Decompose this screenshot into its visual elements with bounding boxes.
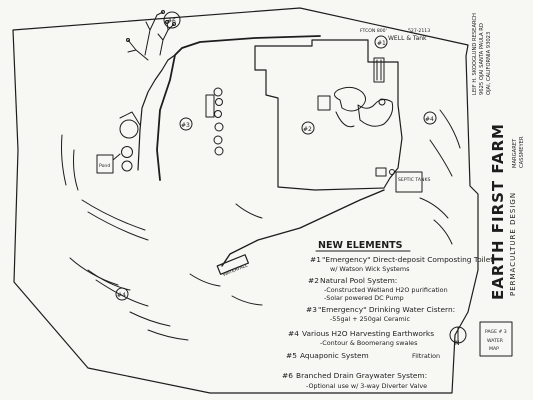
legend-item-3-num: #3: [306, 305, 317, 314]
legend-item-5: #5 Aquaponic System Filtration: [286, 351, 440, 360]
property-boundary: [12, 7, 479, 394]
address-block: LEIF H. SKOOGLUND RESEARCH 9625 OJAI SAN…: [472, 13, 492, 95]
legend-item-5-sub: Filtration: [412, 352, 440, 360]
graywater-line: [221, 189, 385, 267]
legend-item-3: #3 "Emergency" Drinking Water Cistern: -…: [306, 305, 455, 323]
swales: [61, 109, 461, 341]
zone-label-house: #2: [303, 126, 312, 133]
legend-item-5-num: #5: [286, 351, 297, 360]
legend-item-3-text: "Emergency" Drinking Water Cistern:: [318, 305, 455, 314]
legend-item-4-sub: -Contour & Boomerang swales: [320, 339, 418, 347]
drain-label: WATERFALL: [222, 262, 249, 278]
zone-label-east: #4: [425, 116, 434, 123]
well-marker: [115, 11, 437, 301]
legend-heading: NEW ELEMENTS: [318, 240, 403, 251]
legend-item-2: #2 Natural Pool System: -Constructed Wet…: [308, 276, 448, 302]
septic-label: SEPTIC TANKS: [398, 177, 430, 183]
page-map: MAP: [489, 346, 499, 352]
zone-label-southwest: #4: [117, 292, 126, 299]
map-subtitle: PERMACULTURE DESIGN: [509, 192, 517, 296]
legend-item-4-num: #4: [288, 329, 299, 338]
water-branch-line: [137, 54, 176, 171]
address-line-3: OJAI, CALIFORNIA 93023: [486, 32, 492, 95]
legend-item-2-sub: -Constructed Wetland H2O purification: [324, 286, 448, 294]
legend-item-4: #4 Various H2O Harvesting Earthworks -Co…: [288, 329, 434, 347]
designer-line-1: MARGARET: [512, 138, 518, 168]
designer-line-2: CASSMEYER: [519, 136, 525, 168]
legend-item-1-sub: w/ Watson Wick Systems: [330, 265, 410, 273]
page-type: WATER: [487, 338, 504, 344]
map-title: EARTH FIRST FARM: [489, 123, 507, 300]
title-block: EARTH FIRST FARM PERMACULTURE DESIGN: [489, 123, 517, 300]
legend-item-1: #1 "Emergency" Direct-deposit Composting…: [310, 255, 493, 273]
compass: [449, 326, 467, 344]
well-label: WELL & Tank: [388, 35, 427, 42]
water-supply-line: [156, 35, 321, 181]
legend-item-1-num: #1: [310, 255, 321, 264]
legend-item-2-sub2: -Solar powered DC Pump: [324, 294, 404, 302]
legend-item-3-sub: -55gal + 250gal Ceramic: [330, 315, 411, 323]
legend-item-1-text: "Emergency" Direct-deposit Composting To…: [322, 255, 493, 264]
orchard-branches: [126, 10, 176, 61]
zone-label-cistern: #3: [181, 122, 190, 129]
designer-block: MARGARET CASSMEYER: [512, 136, 525, 168]
compass-label: N: [455, 340, 460, 347]
zone-label-orchard: #6: [167, 18, 176, 25]
page-number: PAGE # 3: [485, 329, 507, 335]
address-line-1: LEIF H. SKOOGLUND RESEARCH: [472, 13, 478, 95]
legend-item-2-num: #2: [308, 276, 319, 285]
elevation-label: 527-2113: [408, 28, 430, 34]
drain-waterfall: [216, 254, 250, 275]
address-line-2: 9625 OJAI SANTA PAULA RD: [479, 23, 485, 95]
page-box: [479, 321, 513, 357]
legend-item-6-sub: -Optional use w/ 3-way Diverter Valve: [306, 382, 427, 390]
legend-item-6: #6 Branched Drain Graywater System: -Opt…: [282, 371, 427, 390]
legend-item-5-text: Aquaponic System: [300, 351, 369, 360]
pool-system: [96, 111, 141, 174]
legend-item-2-text: Natural Pool System:: [320, 276, 397, 285]
well-depth-label: FTCON 800': [360, 28, 387, 34]
house-interior: [317, 57, 395, 177]
well-marker-label: #1: [377, 40, 386, 47]
pond-label: Pond: [99, 163, 110, 169]
legend-item-6-text: Branched Drain Graywater System:: [296, 371, 427, 380]
legend-item-4-text: Various H2O Harvesting Earthworks: [302, 329, 434, 338]
legend-item-6-num: #6: [282, 371, 293, 380]
cistern-cluster: [205, 87, 224, 156]
septic-tanks: [395, 171, 423, 193]
